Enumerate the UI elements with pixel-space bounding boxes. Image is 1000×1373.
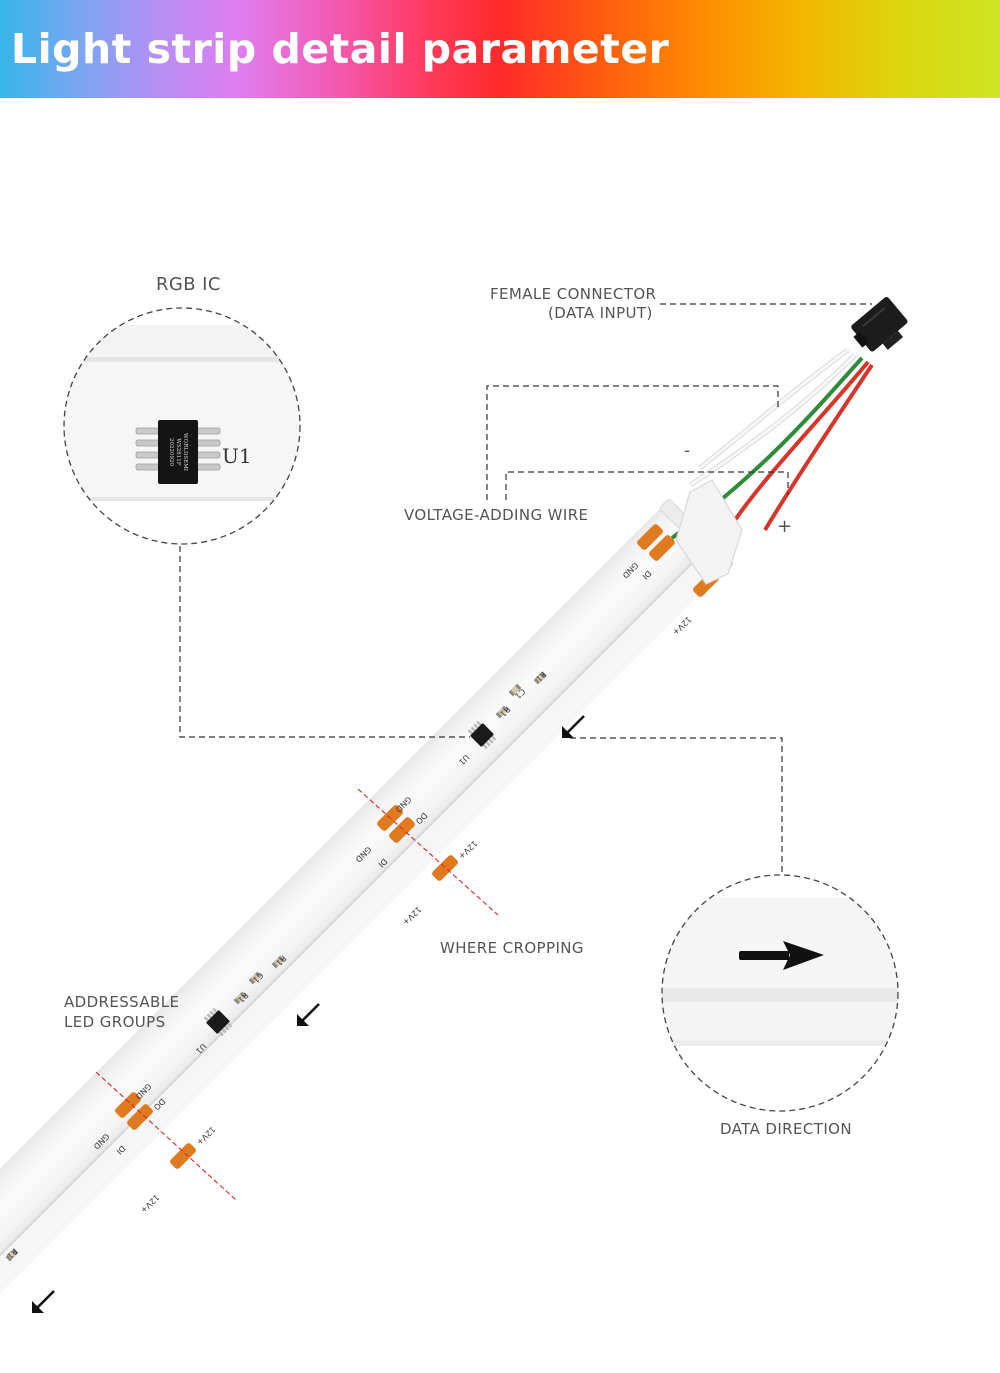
addressable-label-line2: LED GROUPS <box>64 1013 166 1031</box>
ic-chip <box>467 720 497 750</box>
female-connector-label: FEMALE CONNECTOR <box>490 285 657 303</box>
header-banner: Light strip detail parameter <box>0 0 1000 98</box>
di-pad <box>127 1104 153 1130</box>
where-cropping-label: WHERE CROPPING <box>440 939 584 957</box>
v12-pad <box>432 855 458 881</box>
data-direction-arrow-icon <box>562 715 585 738</box>
ic-leader <box>179 546 470 738</box>
chip-marking-line1: WORLDSEMI <box>182 433 188 471</box>
ic-zoom-circle: WORLDSEMI WS2811F 20220920 U1 <box>63 307 301 545</box>
arrow-right-icon <box>739 941 824 970</box>
chip-marking-line2: WS2811F <box>175 438 181 465</box>
gnd-pad <box>637 524 663 550</box>
female-connector <box>851 297 908 352</box>
rgb-ic-label: RGB IC <box>156 274 221 295</box>
ic-designator: U1 <box>222 444 252 468</box>
data-direction-label: DATA DIRECTION <box>720 1120 852 1138</box>
di-pad <box>389 817 415 843</box>
plus-label: + <box>777 516 793 537</box>
v12-mark: 12V+ <box>457 839 479 861</box>
v12-mark: 12V+ <box>139 1193 161 1215</box>
voltage-leader-inner <box>505 471 789 500</box>
led-strip <box>0 499 734 1331</box>
direction-zoom-circle <box>661 874 899 1112</box>
direction-leader <box>570 737 783 874</box>
v12-pad <box>170 1143 196 1169</box>
do-pad <box>115 1092 141 1118</box>
di-pad <box>649 535 675 561</box>
leader-lines <box>179 303 872 874</box>
v12-mark: 12V+ <box>401 905 423 927</box>
minus-label: - <box>684 441 691 461</box>
data-input-label: (DATA INPUT) <box>548 304 653 322</box>
wires <box>670 347 874 585</box>
cut-line <box>357 788 499 916</box>
data-direction-arrow-icon <box>32 1290 55 1313</box>
page-title: Light strip detail parameter <box>11 25 670 73</box>
voltage-adding-wire-label: VOLTAGE-ADDING WIRE <box>404 506 589 524</box>
ic-chip <box>158 420 198 484</box>
v12-mark: 12V+ <box>195 1125 217 1147</box>
addressable-label-line1: ADDRESSABLE <box>64 993 180 1011</box>
ic-chip <box>203 1007 233 1037</box>
data-direction-arrow-icon <box>297 1003 320 1026</box>
chip-marking-line3: 20220920 <box>168 438 174 466</box>
